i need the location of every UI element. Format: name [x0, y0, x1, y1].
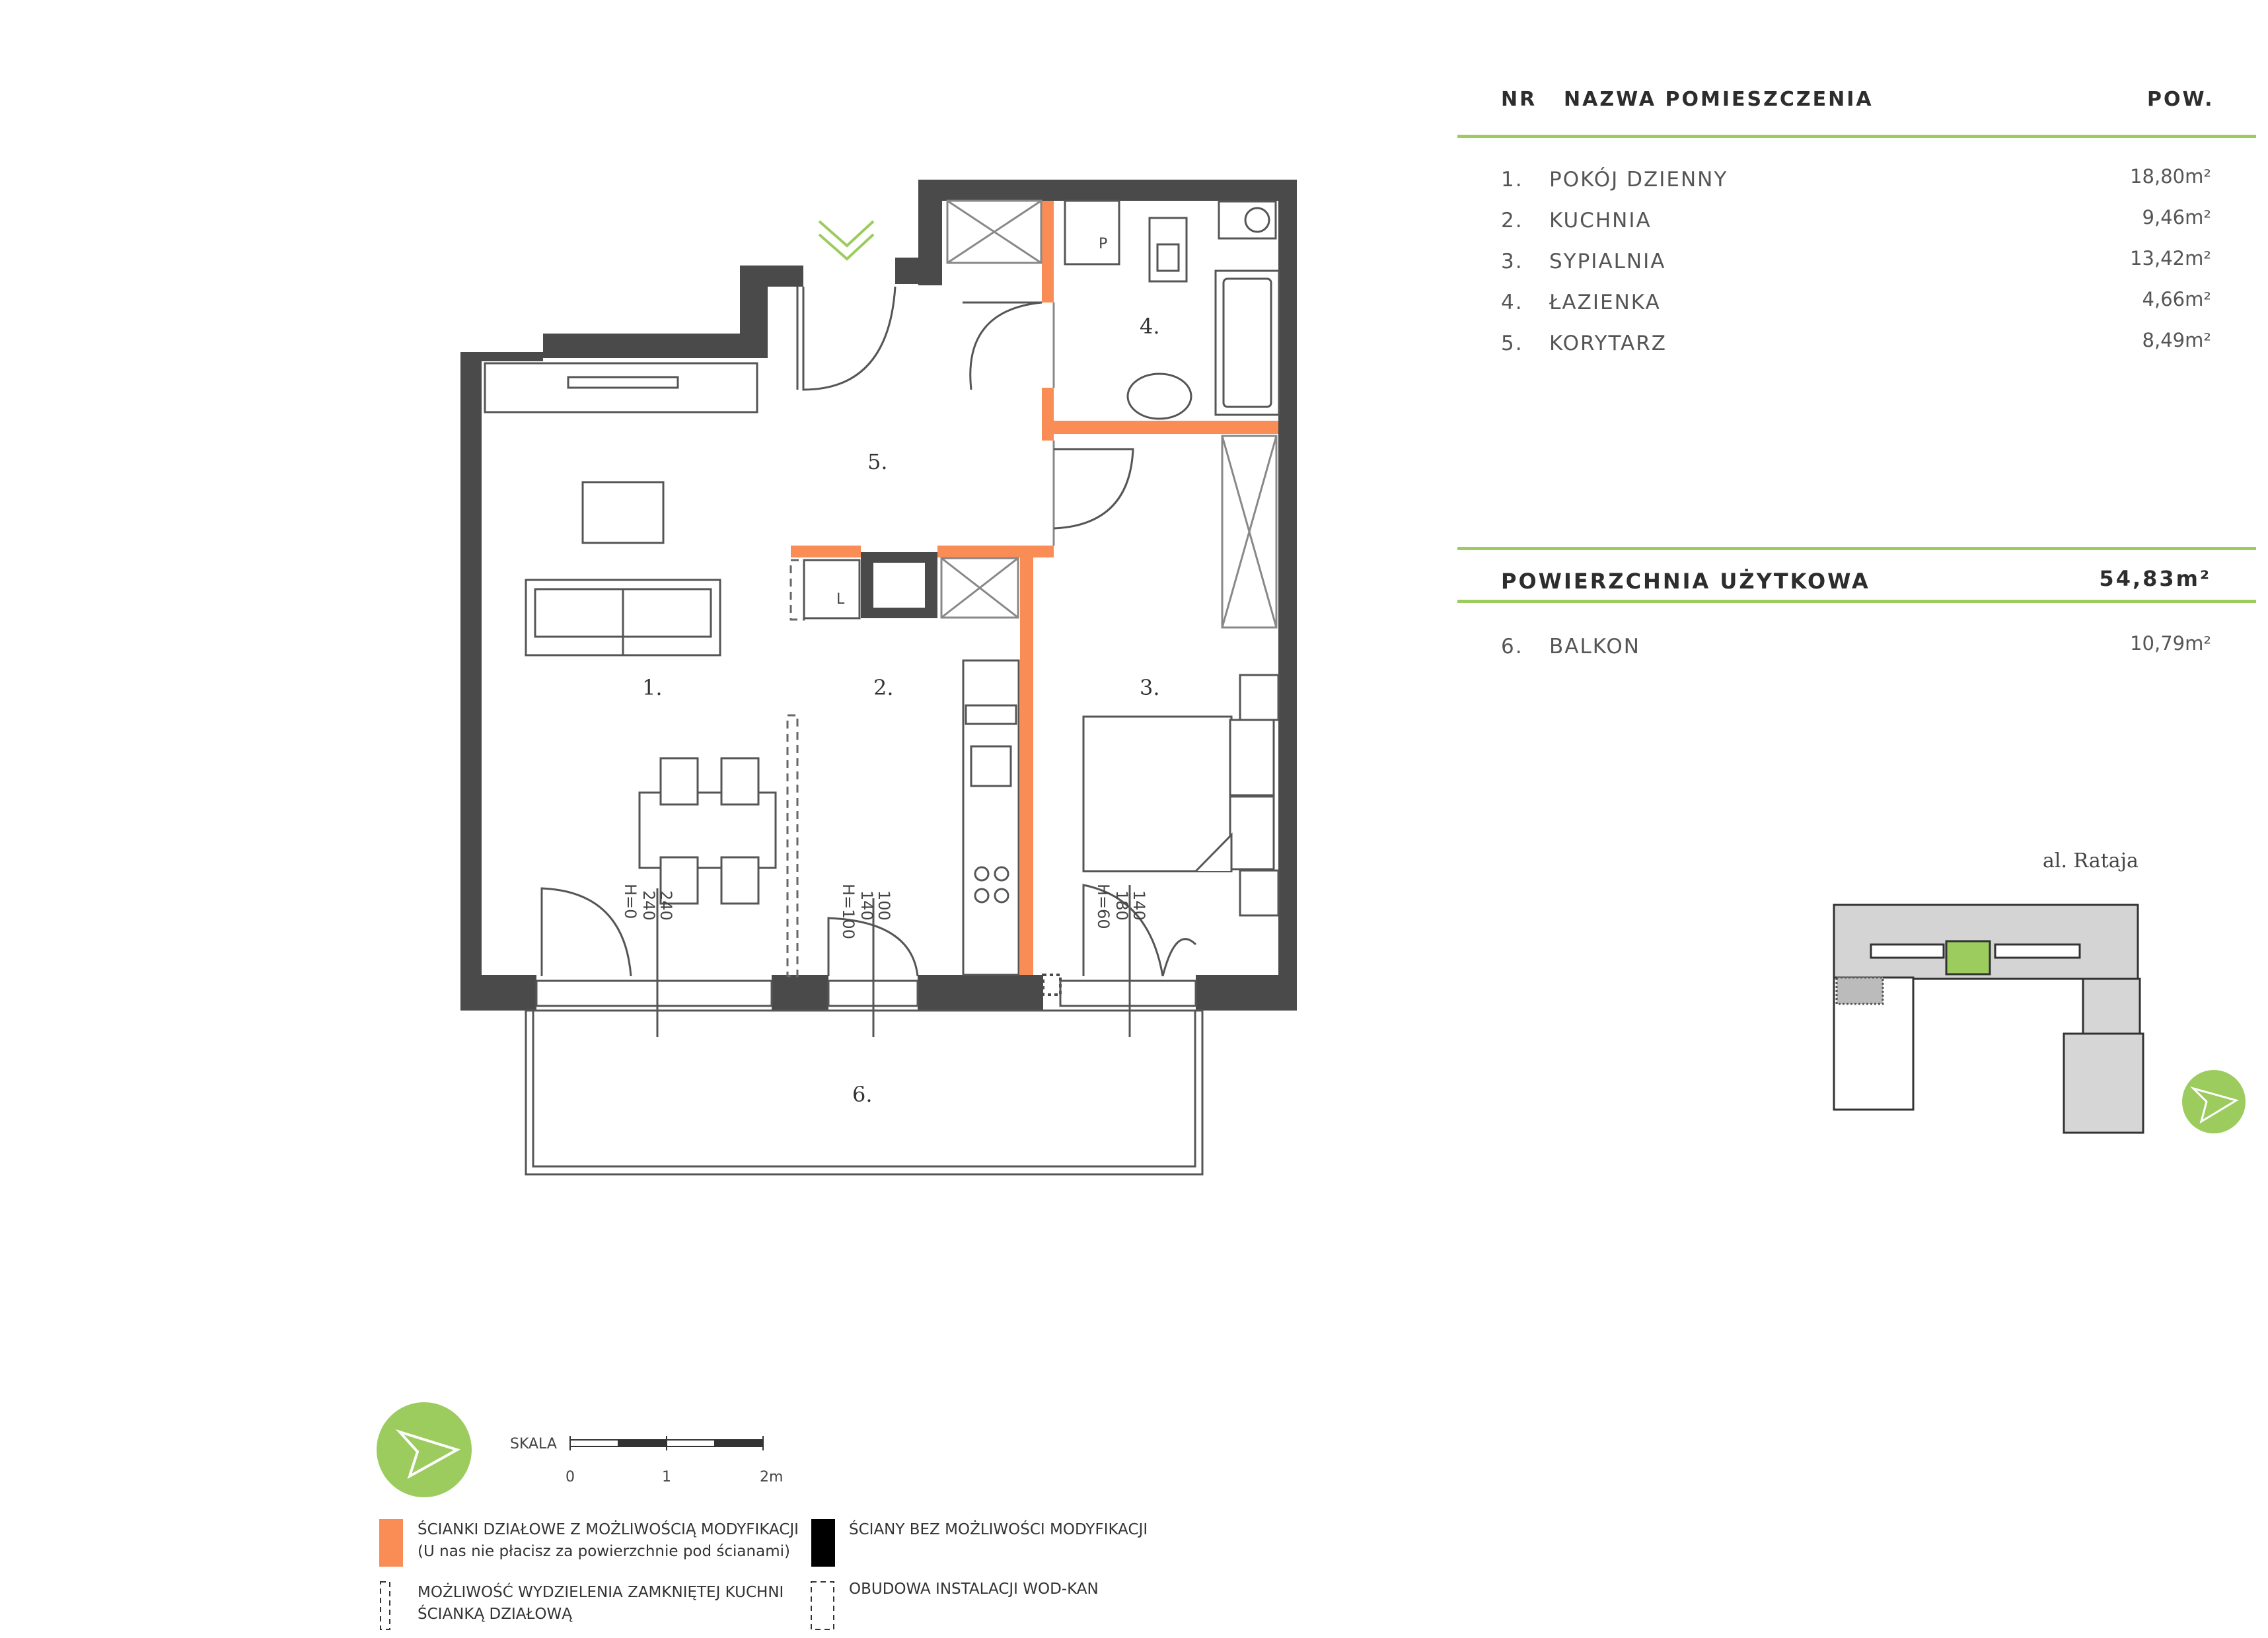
room-label-balcony: 6.: [852, 1082, 873, 1107]
scale-tick: 1: [662, 1469, 671, 1485]
window-height: 180: [1113, 890, 1131, 921]
legend-swatches: [379, 1519, 835, 1630]
window-width: 240: [657, 890, 675, 921]
legend-fixed-walls: ŚCIANY BEZ MOŻLIWOŚCI MODYFIKACJI: [849, 1521, 1148, 1538]
exterior-walls: [460, 180, 1297, 1011]
window-height: 240: [640, 890, 658, 921]
key-plan: [1833, 904, 2144, 1134]
scale-tick: 2m: [760, 1469, 784, 1485]
room-label-living: 1.: [642, 675, 663, 700]
window-width: 140: [1130, 890, 1148, 921]
legend-kitchen-option: MOŻLIWOŚĆ WYDZIELENIA ZAMKNIĘTEJ KUCHNI: [418, 1584, 784, 1601]
header-divider: [1457, 135, 2256, 138]
total-label: POWIERZCHNIA UŻYTKOWA: [1501, 569, 1870, 594]
room-name: KUCHNIA: [1549, 209, 1652, 232]
legend-movable-walls: ŚCIANKI DZIAŁOWE Z MOŻLIWOŚCIĄ MODYFIKAC…: [418, 1521, 799, 1538]
room-nr: 3.: [1501, 250, 1523, 273]
scale-label: SKALA: [510, 1436, 557, 1452]
room-name: ŁAZIENKA: [1549, 291, 1661, 314]
windows: [535, 884, 1197, 1037]
balcony-name: BALKON: [1549, 635, 1640, 659]
balcony-outline: [525, 1009, 1204, 1176]
legend-movable-walls-note: (U nas nie płacisz za powierzchnie pod ś…: [418, 1543, 790, 1560]
compass-icon: [2182, 1070, 2246, 1133]
living-room-furniture: [484, 362, 777, 905]
street-label: al. Rataja: [2043, 849, 2139, 872]
room-area: 4,66m²: [2142, 288, 2211, 310]
legend-kitchen-option-2: ŚCIANKĄ DZIAŁOWĄ: [418, 1606, 572, 1623]
room-label-corridor: 5.: [867, 449, 888, 474]
bedroom-furniture: [1082, 674, 1280, 917]
room-nr: 5.: [1501, 332, 1523, 355]
window-sill: H=60: [1094, 884, 1113, 929]
window-height: 140: [858, 890, 876, 921]
room-nr: 2.: [1501, 209, 1523, 232]
bathroom-fixtures: [1064, 199, 1280, 420]
legend-installation: OBUDOWA INSTALACJI WOD-KAN: [849, 1581, 1099, 1598]
window-sill: H=0: [621, 884, 640, 919]
scale-tick: 0: [566, 1469, 575, 1485]
fridge-label: P: [1099, 236, 1108, 252]
interior-lines: [940, 199, 1278, 629]
room-label-kitchen: 2.: [873, 675, 894, 700]
total-top-divider: [1457, 547, 2256, 550]
room-label-bedroom: 3.: [1140, 675, 1160, 700]
sink-label: L: [836, 591, 845, 608]
room-name: KORYTARZ: [1549, 332, 1667, 355]
room-area: 18,80m²: [2130, 165, 2211, 188]
window-width: 100: [875, 890, 893, 921]
room-name: POKÓJ DZIENNY: [1549, 168, 1728, 192]
balcony-area: 10,79m²: [2130, 632, 2211, 655]
room-name: SYPIALNIA: [1549, 250, 1666, 273]
movable-walls: [791, 201, 1278, 975]
room-area: 9,46m²: [2142, 206, 2211, 229]
room-nr: 4.: [1501, 291, 1523, 314]
total-area: 54,83m²: [2099, 566, 2211, 591]
doors: [796, 286, 1134, 530]
north-arrow-icon: [377, 1402, 472, 1497]
room-nr: 1.: [1501, 168, 1523, 192]
kitchen-dashed-partition: [786, 559, 805, 978]
kitchen-furniture: [803, 559, 1020, 976]
table-header-nr: NR: [1501, 88, 1537, 111]
room-area: 13,42m²: [2130, 247, 2211, 269]
room-area: 8,49m²: [2142, 329, 2211, 351]
scale-bar: [569, 1436, 764, 1450]
table-header-area: POW.: [2147, 88, 2214, 111]
balcony-nr: 6.: [1501, 635, 1523, 659]
total-bottom-divider: [1457, 600, 2256, 603]
entrance-arrow-icon: [818, 220, 875, 261]
room-label-bathroom: 4.: [1140, 314, 1160, 339]
window-sill: H=100: [839, 884, 858, 939]
table-header-name: NAZWA POMIESZCZENIA: [1564, 88, 1874, 111]
